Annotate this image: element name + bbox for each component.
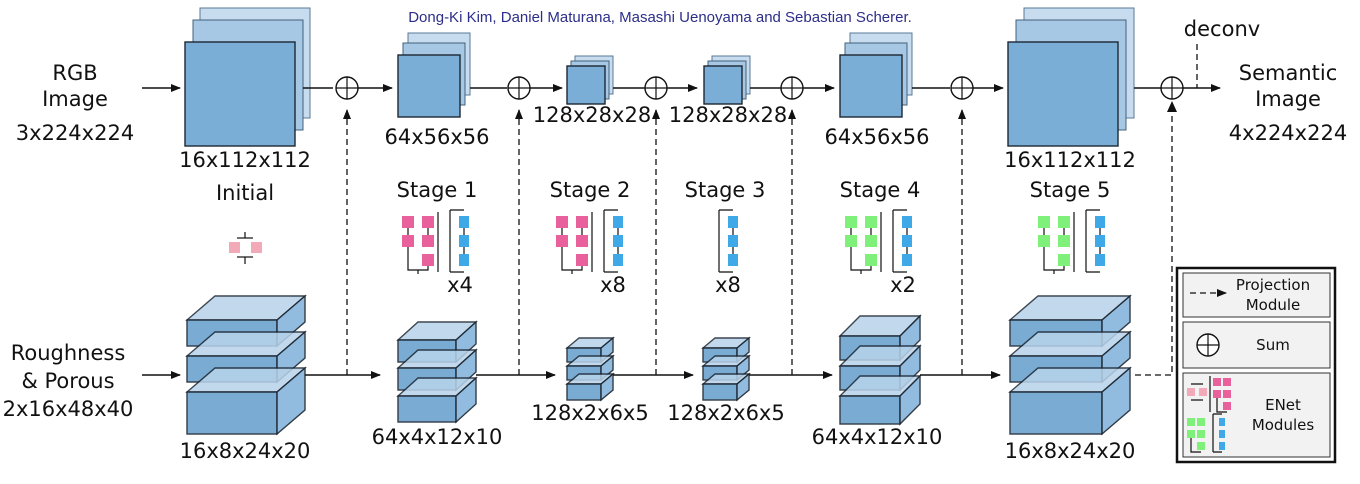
sum-node-4 (780, 76, 804, 100)
top-dims-3: 128x28x28 (533, 103, 651, 127)
bottom-block-6 (1008, 294, 1132, 436)
top-dims-1: 16x112x112 (179, 148, 311, 172)
top-block-2 (397, 32, 471, 118)
legend-enet-line1: ENet (1265, 396, 1301, 414)
top-dims-5: 64x56x56 (824, 125, 929, 149)
stage-label-initial: Initial (216, 181, 274, 205)
sum-node-3 (644, 76, 668, 100)
bottom-block-1 (185, 294, 307, 436)
projection-line-6 (1135, 110, 1173, 376)
sum-node-6 (1160, 76, 1184, 100)
stage-2-repeat: x8 (600, 273, 626, 297)
bottom-block-5 (838, 314, 922, 426)
bottom-block-3 (565, 336, 615, 402)
rgb-label-line1: RGB (52, 61, 97, 85)
top-block-1 (184, 7, 311, 147)
legend-sum-label: Sum (1256, 336, 1290, 354)
top-dims-2: 64x56x56 (384, 125, 489, 149)
stage-1-module-icons (402, 209, 469, 274)
authors-line: Dong-Ki Kim, Daniel Maturana, Masashi Ue… (408, 9, 912, 26)
projection-arrowhead-6 (1167, 101, 1177, 112)
top-block-3 (566, 55, 614, 105)
stage-label-3: Stage 3 (685, 178, 766, 202)
stage-label-2: Stage 2 (550, 178, 631, 202)
output-dims: 4x224x224 (1229, 121, 1347, 145)
bottom-block-2 (396, 320, 478, 424)
stage-4-repeat: x2 (890, 273, 916, 297)
stage-1-repeat: x4 (447, 273, 473, 297)
bottom-dims-1: 16x8x24x20 (180, 439, 311, 463)
bottom-dims-2: 64x4x12x10 (372, 425, 503, 449)
top-dims-4: 128x28x28 (669, 103, 787, 127)
stage-label-5: Stage 5 (1030, 178, 1111, 202)
legend-projection-line1: Projection (1236, 276, 1310, 294)
legend-sum-icon (1196, 333, 1220, 357)
legend-projection-line2: Module (1246, 296, 1301, 314)
legend: Projection Module Sum (1175, 266, 1337, 464)
legend-enet-line2: Modules (1252, 416, 1315, 434)
initial-module-icon (229, 232, 262, 264)
sum-node-2 (507, 76, 531, 100)
output-label-line1: Semantic (1239, 61, 1338, 85)
top-dims-6: 16x112x112 (1004, 148, 1136, 172)
bottom-dims-5: 64x4x12x10 (812, 425, 943, 449)
top-block-4 (703, 55, 751, 105)
bottom-dims-4: 128x2x6x5 (667, 401, 784, 425)
rough-label-line1: Roughness (11, 341, 126, 365)
stage-3-repeat: x8 (715, 273, 741, 297)
bottom-block-4 (701, 336, 751, 402)
bottom-dims-3: 128x2x6x5 (531, 401, 648, 425)
top-block-6 (1007, 7, 1135, 147)
rgb-label-line2: Image (42, 87, 108, 111)
legend-enet-icon (1187, 376, 1231, 453)
rough-label-line2: & Porous (21, 369, 114, 393)
rough-dims: 2x16x48x40 (3, 397, 134, 421)
stage-4-module-icons (845, 209, 912, 274)
stage-3-module-icons (718, 209, 738, 273)
stage-2-module-icons (556, 209, 623, 274)
rgb-dims: 3x224x224 (16, 121, 134, 145)
stage-label-1: Stage 1 (397, 178, 478, 202)
sum-node-5 (950, 76, 974, 100)
deconv-label: deconv (1184, 17, 1260, 41)
top-block-5 (839, 32, 913, 118)
stage-5-module-icons (1038, 209, 1105, 274)
bottom-dims-6: 16x8x24x20 (1005, 439, 1136, 463)
sum-node-1 (335, 76, 359, 100)
stage-label-4: Stage 4 (840, 178, 921, 202)
output-label-line2: Image (1255, 87, 1321, 111)
